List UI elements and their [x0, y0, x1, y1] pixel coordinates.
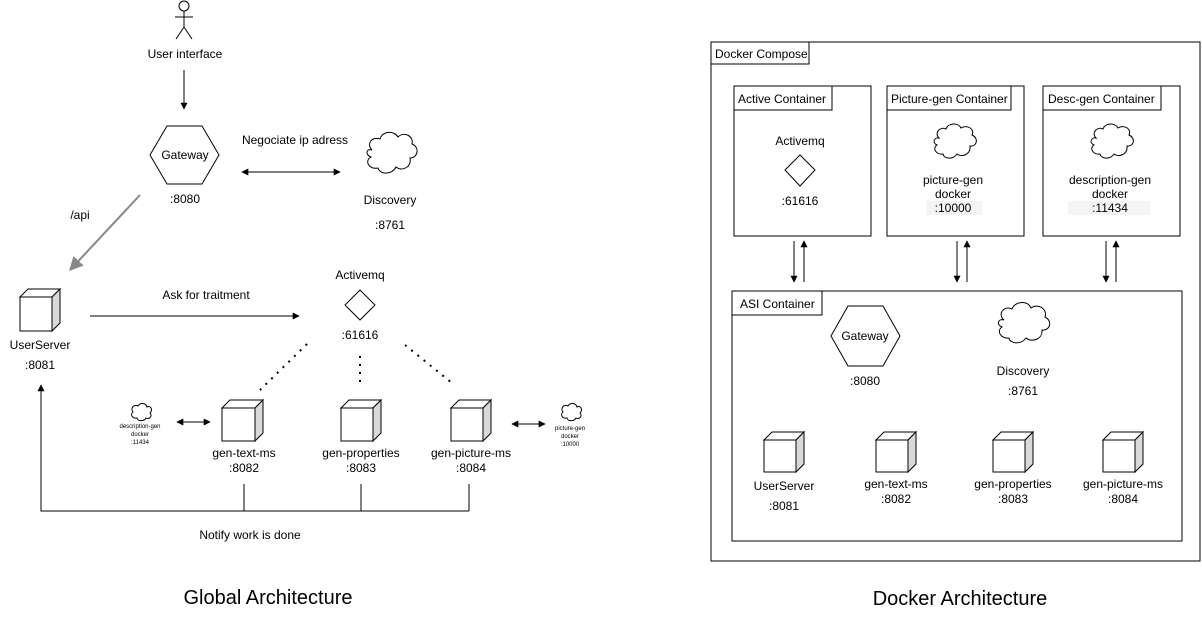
- gateway-label: Gateway: [161, 148, 208, 162]
- dotted-link-text: [259, 343, 308, 391]
- user-actor-icon: [175, 0, 193, 40]
- global-architecture: User interface Gateway :8080 Negociate i…: [10, 0, 585, 609]
- asi-userserver-cube-icon: [762, 430, 806, 474]
- active-activemq-diamond-icon: [784, 154, 816, 187]
- active-activemq-label: Activemq: [775, 134, 824, 148]
- api-arrow: [69, 194, 141, 272]
- asi-gen-picture-ms-cube-icon: [1101, 430, 1145, 474]
- description-gen-cloud-icon: [131, 403, 152, 422]
- gen-properties-label: gen-properties: [322, 446, 399, 460]
- gen-picture-ms-label: gen-picture-ms: [431, 446, 511, 460]
- activemq-label: Activemq: [335, 268, 384, 282]
- dotted-link-picture: [404, 344, 453, 384]
- asi-userserver-port: :8081: [769, 499, 799, 513]
- discovery-port: :8761: [375, 218, 405, 232]
- activemq-port: :61616: [342, 328, 379, 342]
- desc-docker-line3: :11434: [131, 440, 150, 446]
- gen-text-ms-port: :8082: [229, 461, 259, 475]
- asi-container-label: ASI Container: [740, 297, 815, 311]
- asi-gen-properties-port: :8083: [998, 492, 1028, 506]
- discovery-cloud-icon: [366, 131, 418, 174]
- picture-gen-container-label: Picture-gen Container: [891, 92, 1008, 106]
- api-label: /api: [70, 208, 89, 222]
- userserver-label: UserServer: [10, 338, 71, 352]
- asi-container-tab: [731, 290, 823, 316]
- notify-return-arrow: [37, 384, 245, 512]
- userserver-cube-icon: [18, 287, 62, 333]
- userserver-port: :8081: [25, 358, 55, 372]
- asi-discovery-label: Discovery: [997, 364, 1050, 378]
- gen-picture-ms-cube-icon: [449, 398, 493, 443]
- desc-gen-cloud-icon: [1090, 123, 1134, 159]
- picture-gen-container-tab: [886, 85, 1012, 111]
- pic-docker-line3: :10000: [561, 442, 580, 448]
- asi-gen-properties-cube-icon: [991, 430, 1035, 474]
- desc-gen-container-tab: [1042, 85, 1162, 111]
- activemq-diamond-icon: [344, 289, 376, 321]
- active-container-label: Active Container: [738, 92, 826, 106]
- gen-text-ms-label: gen-text-ms: [212, 446, 275, 460]
- docker-compose-tab: [710, 41, 810, 65]
- pic-docker-line2: docker: [561, 434, 579, 440]
- docker-architecture-title: Docker Architecture: [873, 588, 1048, 610]
- desc-gen-port-bg: [1068, 201, 1150, 215]
- desc-gen-name-line2: docker: [1092, 187, 1128, 201]
- asi-userserver-label: UserServer: [754, 479, 815, 493]
- desc-gen-container-label: Desc-gen Container: [1048, 92, 1155, 106]
- picture-gen-name-line2: docker: [935, 187, 971, 201]
- asi-gateway-hexagon-icon: [830, 305, 901, 367]
- gen-properties-cube-icon: [339, 398, 383, 443]
- notify-label: Notify work is done: [199, 528, 301, 542]
- docker-compose-label: Docker Compose: [715, 47, 808, 61]
- picture-gen-port: :10000: [935, 201, 972, 215]
- gen-properties-port: :8083: [346, 461, 376, 475]
- active-container-tab: [733, 85, 833, 111]
- desc-gen-name-line1: description-gen: [1069, 173, 1151, 187]
- active-activemq-port: :61616: [782, 194, 819, 208]
- asi-gen-text-ms-label: gen-text-ms: [864, 477, 927, 491]
- ask-label: Ask for traitment: [162, 288, 250, 302]
- desc-gen-port: :11434: [1092, 201, 1128, 215]
- gen-picture-ms-port: :8084: [456, 461, 486, 475]
- asi-discovery-port: :8761: [1008, 384, 1038, 398]
- asi-gen-text-ms-port: :8082: [881, 492, 911, 506]
- gateway-port: :8080: [170, 192, 200, 206]
- picture-gen-cloud-icon: [561, 403, 582, 422]
- asi-gateway-label: Gateway: [841, 329, 888, 343]
- asi-gen-picture-ms-port: :8084: [1108, 492, 1138, 506]
- asi-gen-text-ms-cube-icon: [874, 430, 918, 474]
- desc-docker-line1: description-gen: [119, 424, 160, 430]
- user-interface-label: User interface: [148, 47, 223, 61]
- negotiate-label: Negociate ip adress: [242, 133, 348, 147]
- picture-gen-name-line1: picture-gen: [923, 173, 983, 187]
- asi-container-box: [731, 290, 1183, 542]
- picture-gen-port-bg: [926, 201, 982, 215]
- asi-discovery-cloud-icon: [997, 302, 1051, 344]
- picture-gen-cloud-icon: [933, 123, 977, 159]
- global-architecture-title: Global Architecture: [184, 587, 353, 609]
- discovery-label: Discovery: [364, 193, 417, 207]
- asi-gen-picture-ms-label: gen-picture-ms: [1083, 477, 1163, 491]
- asi-gen-properties-label: gen-properties: [974, 477, 1051, 491]
- asi-gateway-port: :8080: [850, 374, 880, 388]
- desc-docker-line2: docker: [131, 432, 149, 438]
- docker-architecture: Docker Compose Active Container Activemq…: [710, 41, 1201, 610]
- gateway-hexagon-icon: [149, 125, 220, 185]
- pic-docker-line1: picture-gen: [555, 426, 585, 432]
- gen-text-ms-cube-icon: [220, 398, 265, 443]
